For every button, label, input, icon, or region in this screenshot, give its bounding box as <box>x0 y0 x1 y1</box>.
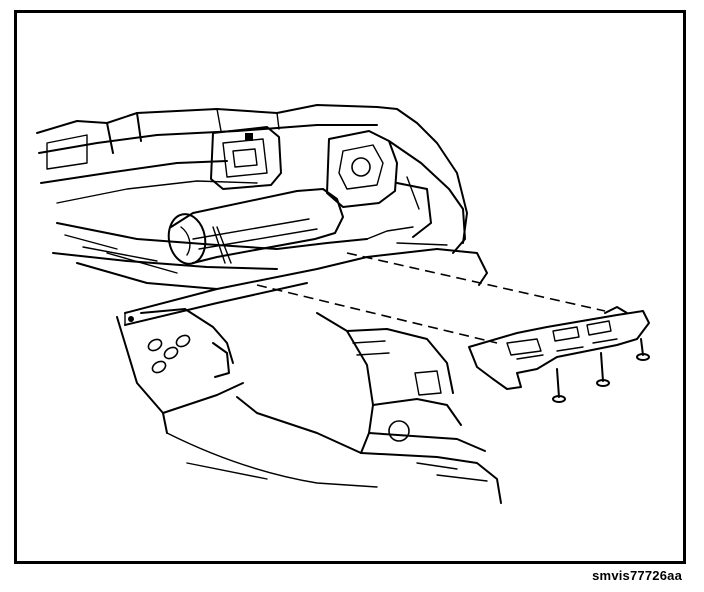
upper-left-bracket <box>210 126 282 190</box>
lower-left-panel <box>116 308 378 488</box>
cylinder-tank <box>167 188 344 265</box>
shield-plate <box>468 306 650 390</box>
line-art-illustration <box>36 104 650 504</box>
figure-code-caption: smvis77726aa <box>592 568 682 583</box>
installation-guide-lines <box>256 252 606 344</box>
floor-crossmember <box>52 222 438 326</box>
illustration-frame <box>14 10 686 564</box>
upper-body-structure <box>36 104 468 244</box>
mounting-bolts <box>552 338 650 403</box>
center-body-panel <box>236 312 502 504</box>
right-mount-bracket <box>326 130 466 254</box>
right-frame-rail <box>366 226 488 286</box>
